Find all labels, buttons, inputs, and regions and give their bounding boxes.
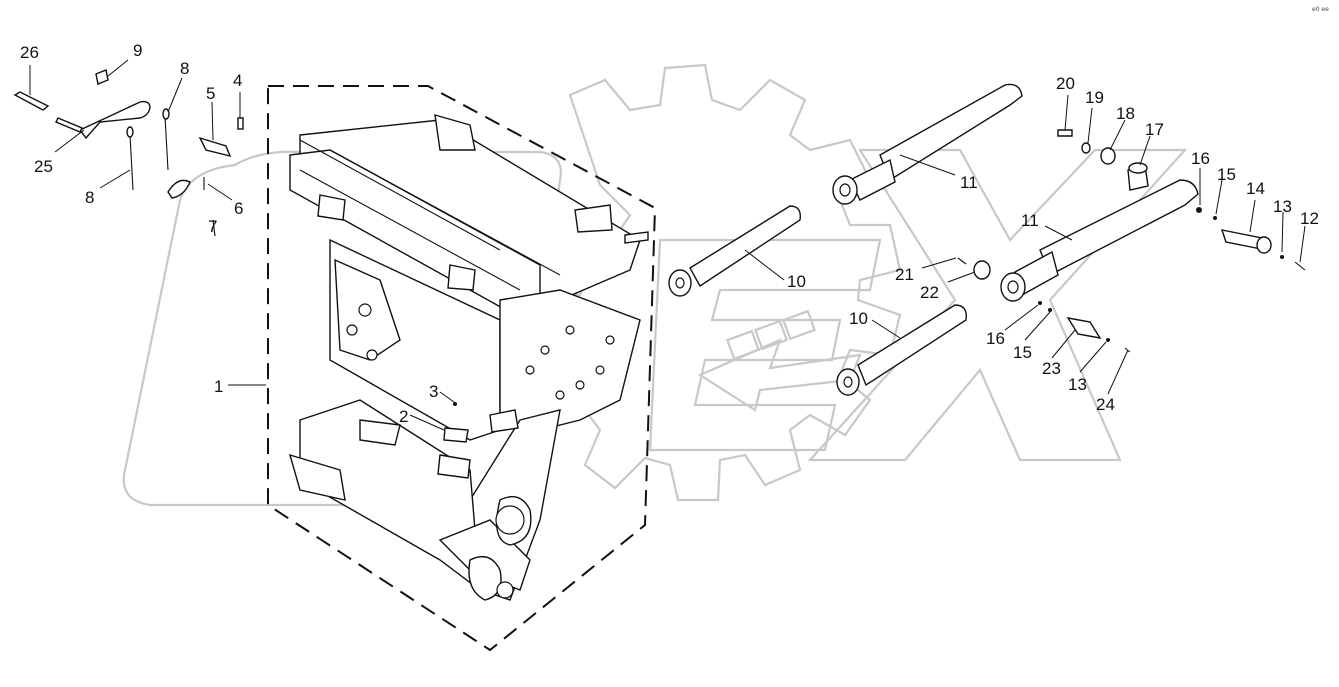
main-frame-part (288, 114, 649, 601)
small-parts-left (13, 69, 469, 443)
cylinder-11-upper (879, 83, 1023, 182)
callout-15-lower: 15 (1013, 343, 1032, 362)
callout-22: 22 (920, 283, 939, 302)
callout-16-lower: 16 (986, 329, 1005, 348)
callout-18: 18 (1116, 104, 1135, 123)
callout-6: 6 (234, 199, 243, 218)
cylinder-10-upper (689, 205, 801, 288)
corner-mark: e0 ee (1312, 6, 1329, 13)
assembly-boundary (267, 85, 657, 652)
part-3-bolt (453, 402, 457, 406)
callout-8: 8 (180, 59, 189, 78)
callout-12: 12 (1300, 209, 1319, 228)
callout-8-lower: 8 (85, 188, 94, 207)
callout-4: 4 (233, 71, 242, 90)
part-19-washer (1081, 142, 1091, 154)
callout-13-lower: 13 (1068, 375, 1087, 394)
part-16-nut (1196, 207, 1202, 213)
leader-lines (29, 59, 1306, 431)
callout-16-right: 16 (1191, 149, 1210, 168)
callout-7: 7 (208, 217, 217, 236)
part-7-spring (167, 179, 191, 199)
part-9-clip (95, 69, 109, 85)
hydraulic-parts (668, 83, 1306, 396)
callout-3: 3 (429, 382, 438, 401)
callout-11-upper: 11 (960, 173, 978, 192)
part-21-pin (957, 257, 967, 265)
part-8-pin-a (164, 115, 169, 171)
callout-26: 26 (20, 43, 39, 62)
part-25-bracket (78, 100, 151, 140)
cylinder-10-lower (857, 304, 967, 387)
part-2-bushing (443, 427, 469, 443)
part-5-pin (198, 136, 232, 158)
callout-9: 9 (133, 41, 142, 60)
part-13-nut-b (1106, 338, 1110, 342)
callout-2: 2 (399, 407, 408, 426)
part-22-ring (973, 260, 991, 280)
callout-19: 19 (1085, 88, 1104, 107)
callout-24: 24 (1096, 395, 1115, 414)
callout-5: 5 (206, 84, 215, 103)
part-23-pin (1066, 317, 1102, 339)
part-8-pin-b (129, 134, 134, 191)
callout-10-lower: 10 (849, 309, 868, 328)
part-15-washer (1213, 216, 1217, 220)
part-4-pin (237, 117, 244, 130)
callout-13-right: 13 (1273, 197, 1292, 216)
part-18-washer (1100, 147, 1116, 165)
callout-21: 21 (895, 265, 914, 284)
callout-1: 1 (214, 377, 223, 396)
callout-17: 17 (1145, 120, 1164, 139)
callout-15-right: 15 (1217, 165, 1236, 184)
part-15-washer-b (1048, 308, 1052, 312)
part-12-pin (1294, 261, 1306, 271)
part-16-nut-b (1038, 301, 1042, 305)
callout-11-lower: 11 (1021, 211, 1039, 230)
callout-14: 14 (1246, 179, 1265, 198)
callout-23: 23 (1042, 359, 1061, 378)
part-20-bolt (1057, 129, 1073, 137)
callout-20: 20 (1056, 74, 1075, 93)
part-13-nut (1280, 255, 1284, 259)
callout-10-upper: 10 (787, 272, 806, 291)
part-26-bar (13, 91, 50, 111)
cylinder-11-lower (1039, 179, 1199, 276)
callout-25: 25 (34, 157, 53, 176)
callout-labels: 26 9 8 5 4 25 8 6 7 1 3 2 11 10 10 21 22… (20, 6, 1329, 426)
